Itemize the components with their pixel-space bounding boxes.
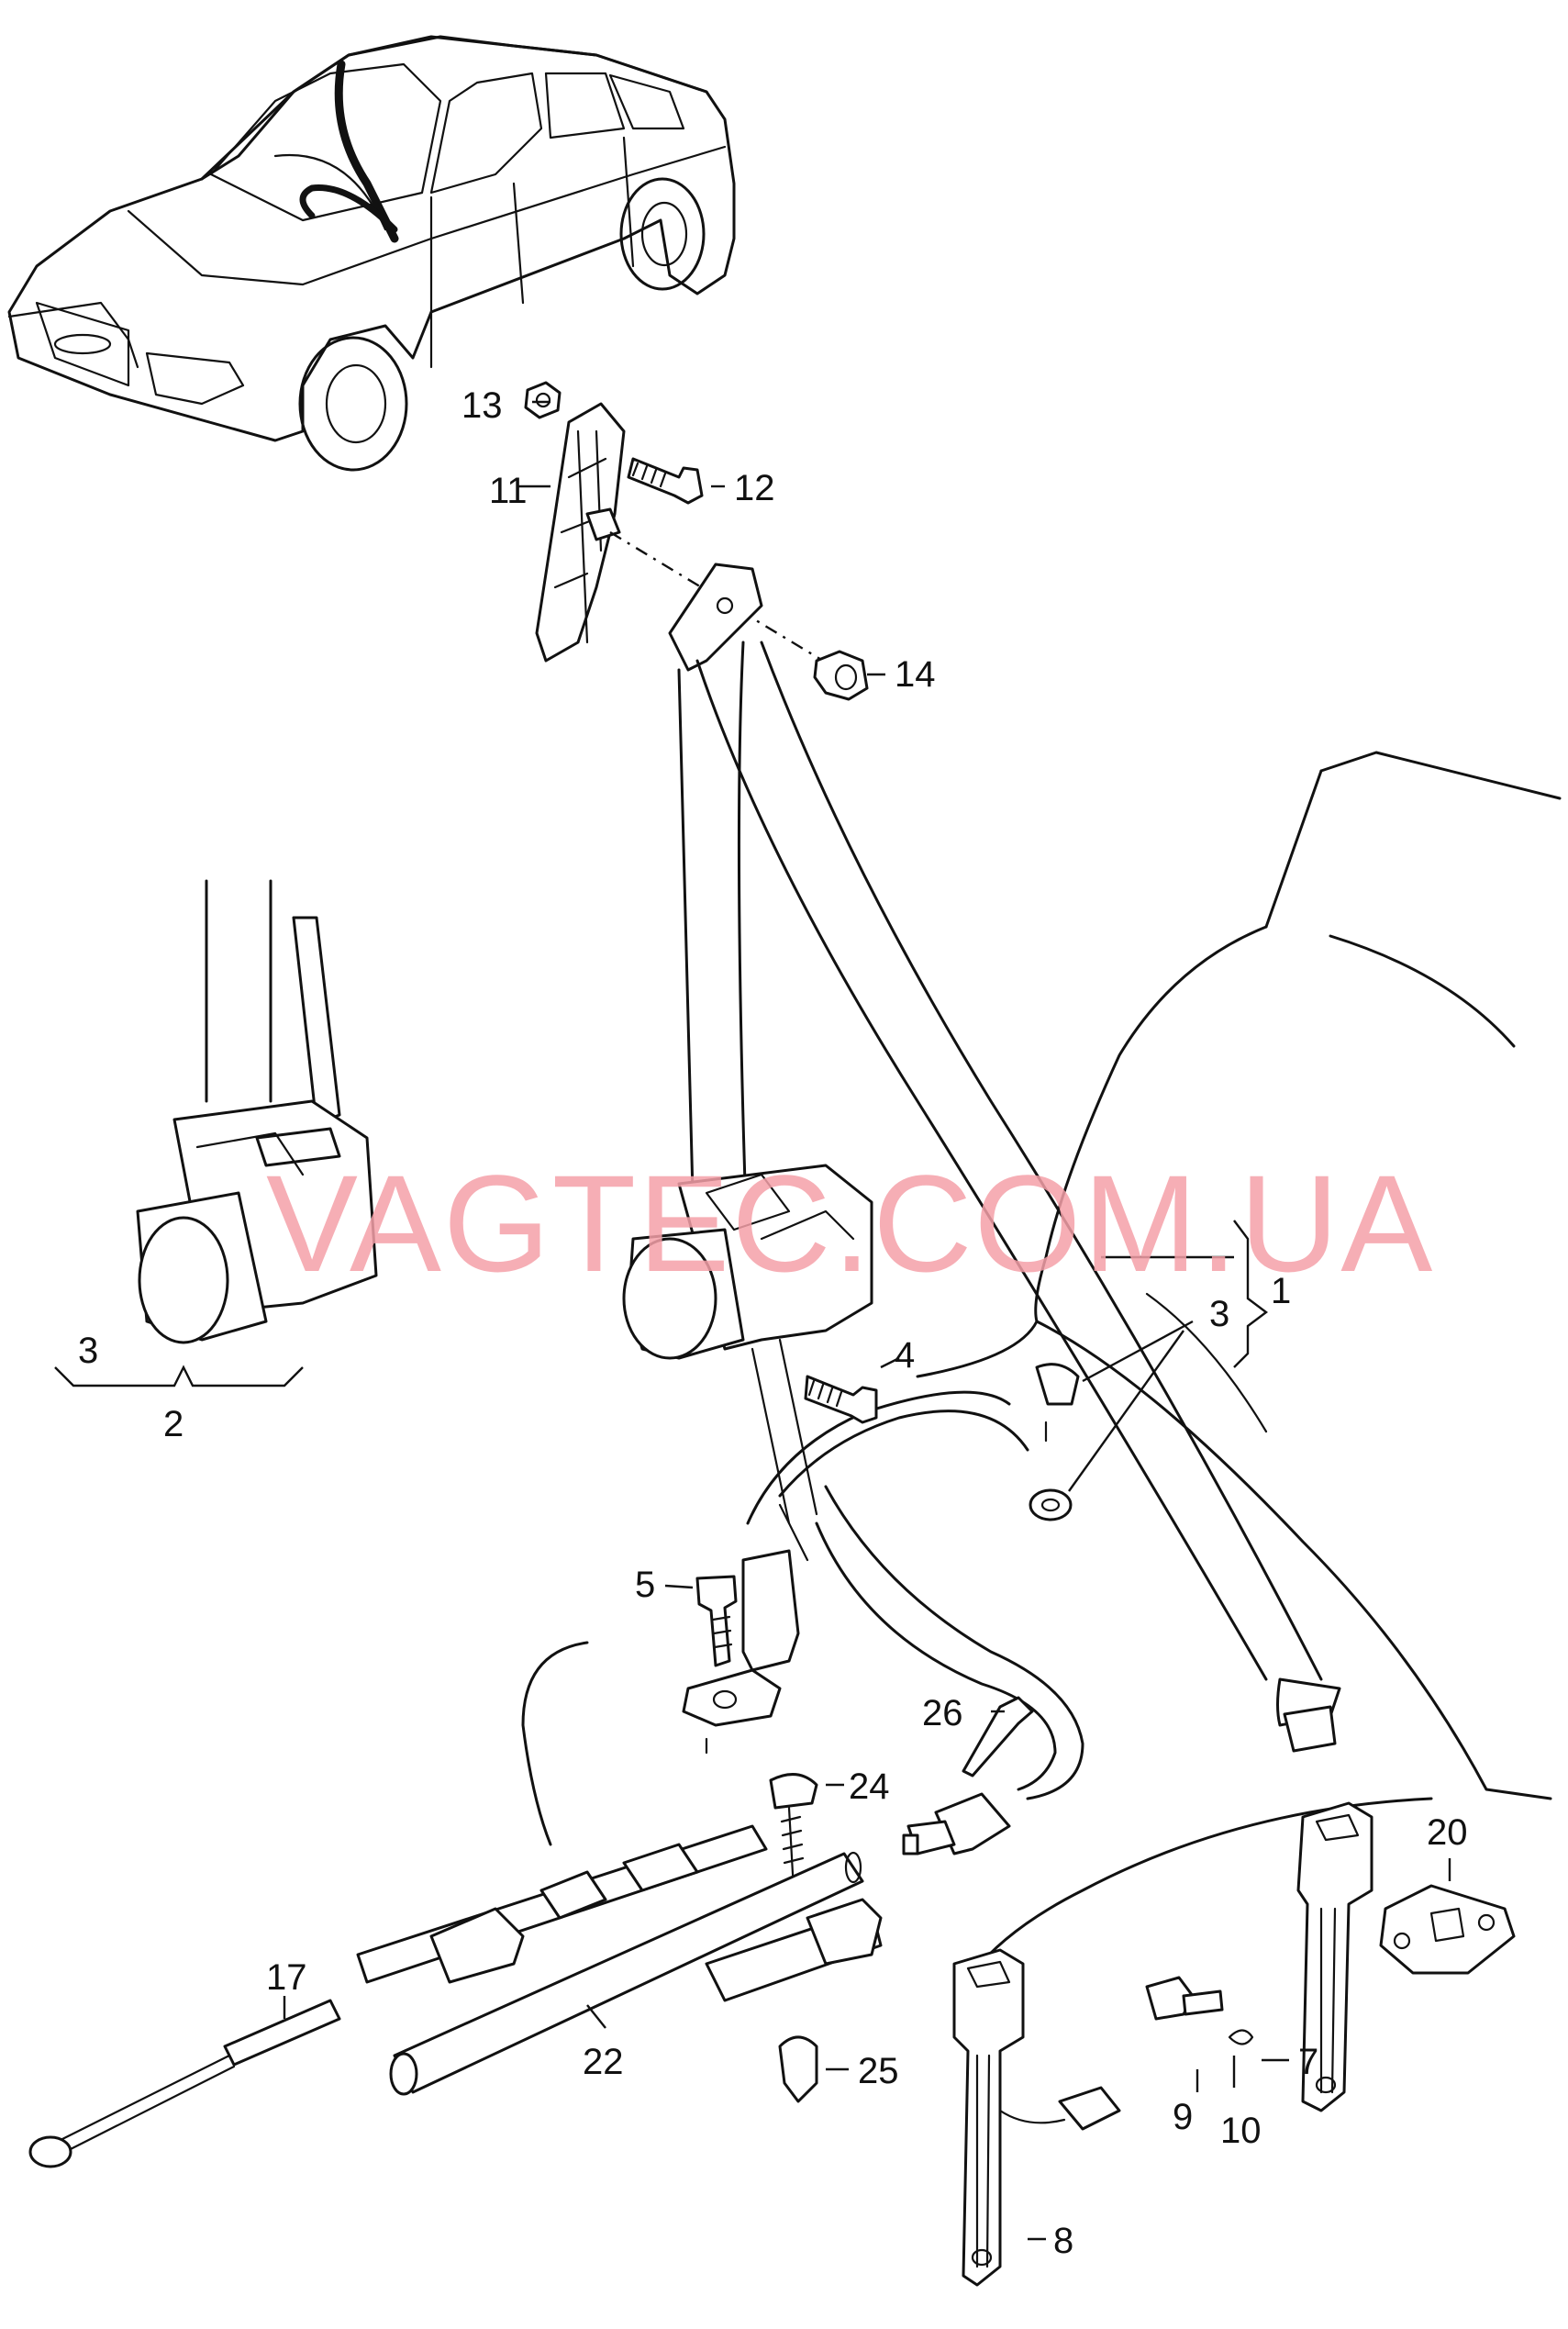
- bracket-2: [54, 1365, 304, 1387]
- callout-13: 13: [462, 385, 503, 426]
- trim-clips-3: [1029, 1320, 1194, 1521]
- retractor-left: [136, 879, 378, 1344]
- callout-8: 8: [1053, 2221, 1073, 2261]
- callout-5: 5: [635, 1565, 655, 1605]
- belt-tongue: [1283, 1705, 1337, 1753]
- cable-and-fasteners: [28, 1696, 1034, 2168]
- lower-anchor: [682, 1575, 782, 1755]
- nut-13: [524, 381, 562, 419]
- callout-14: 14: [895, 654, 936, 695]
- callout-3-left: 3: [78, 1331, 98, 1371]
- callout-22: 22: [583, 2042, 624, 2082]
- callout-labels: 13 11 12 14 3 2 3 1 4 5 26 24 20 17 22 2…: [78, 385, 1468, 2261]
- callout-10: 10: [1220, 2111, 1262, 2151]
- callout-9: 9: [1173, 2097, 1193, 2137]
- retractor-main: [622, 1164, 878, 1424]
- callout-26: 26: [922, 1693, 963, 1733]
- screw-26: [962, 1696, 1034, 1777]
- callout-4: 4: [895, 1335, 915, 1376]
- callout-17: 17: [266, 1957, 307, 1998]
- belt-webbing: [677, 641, 1341, 1800]
- upper-belt-guide: [668, 563, 763, 672]
- callout-3-right: 3: [1209, 1294, 1229, 1334]
- watermark: VAGTEC.COM.UA: [266, 1146, 1434, 1300]
- bolt-5: [695, 1575, 738, 1667]
- bolt-12: [627, 457, 704, 505]
- lap-belt-end: [741, 1549, 800, 1672]
- callout-1: 1: [1271, 1271, 1291, 1311]
- callout-25: 25: [858, 2051, 899, 2091]
- nut-14: [813, 650, 869, 701]
- bracket-1: [1233, 1220, 1268, 1368]
- callout-20: 20: [1427, 1812, 1468, 1853]
- bolt-4: [804, 1375, 878, 1424]
- seat-outline: [521, 751, 1562, 1975]
- callout-7: 7: [1298, 2042, 1318, 2082]
- callout-11: 11: [489, 471, 528, 511]
- callout-24: 24: [849, 1766, 890, 1807]
- cable-connector: [934, 1792, 1011, 1855]
- screw-24: [769, 1773, 818, 1810]
- buckles-and-hardware: [952, 1801, 1516, 2287]
- bracket-20: [1379, 1884, 1516, 1975]
- leader-lines: [283, 400, 1451, 2241]
- height-adjuster-rail: [535, 402, 626, 663]
- callout-12: 12: [734, 468, 775, 508]
- callout-2: 2: [163, 1404, 183, 1444]
- upper-anchor-assembly: [524, 381, 869, 701]
- car-illustration: [7, 35, 736, 472]
